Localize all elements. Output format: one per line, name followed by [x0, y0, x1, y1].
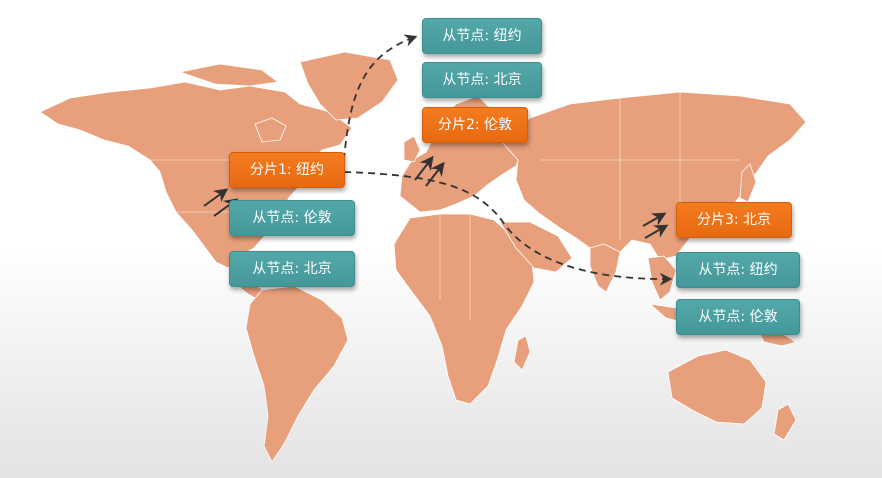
- replica-node-beijing-1: 从节点: 北京: [229, 251, 355, 287]
- africa: [393, 213, 535, 405]
- india: [589, 243, 621, 293]
- shard-3-beijing: 分片3: 北京: [676, 202, 792, 238]
- replica-node-newyork-3: 从节点: 纽约: [676, 252, 800, 288]
- shard-1-newyork: 分片1: 纽约: [229, 152, 345, 188]
- hudson-region: [254, 117, 287, 143]
- replica-node-newyork-2: 从节点: 纽约: [422, 18, 542, 54]
- replication-path-newyork-to-london: [343, 34, 418, 161]
- japan: [739, 163, 757, 203]
- asia: [499, 91, 807, 267]
- arabia: [499, 221, 573, 273]
- new-zealand: [773, 403, 797, 441]
- madagascar: [513, 335, 531, 371]
- british-isles: [403, 135, 421, 163]
- replica-node-london-3: 从节点: 伦敦: [676, 299, 800, 335]
- client-arrows-london: [414, 155, 445, 187]
- replication-path-london-to-beijing: [343, 171, 673, 286]
- australia: [667, 349, 767, 425]
- client-arrows-beijing: [642, 212, 669, 239]
- greenland: [299, 51, 399, 121]
- shard-2-london: 分片2: 伦敦: [422, 107, 528, 143]
- replica-node-beijing-2: 从节点: 北京: [422, 62, 542, 98]
- south-america: [245, 285, 349, 463]
- replica-node-london-1: 从节点: 伦敦: [229, 200, 355, 236]
- arctic-islands: [179, 63, 279, 87]
